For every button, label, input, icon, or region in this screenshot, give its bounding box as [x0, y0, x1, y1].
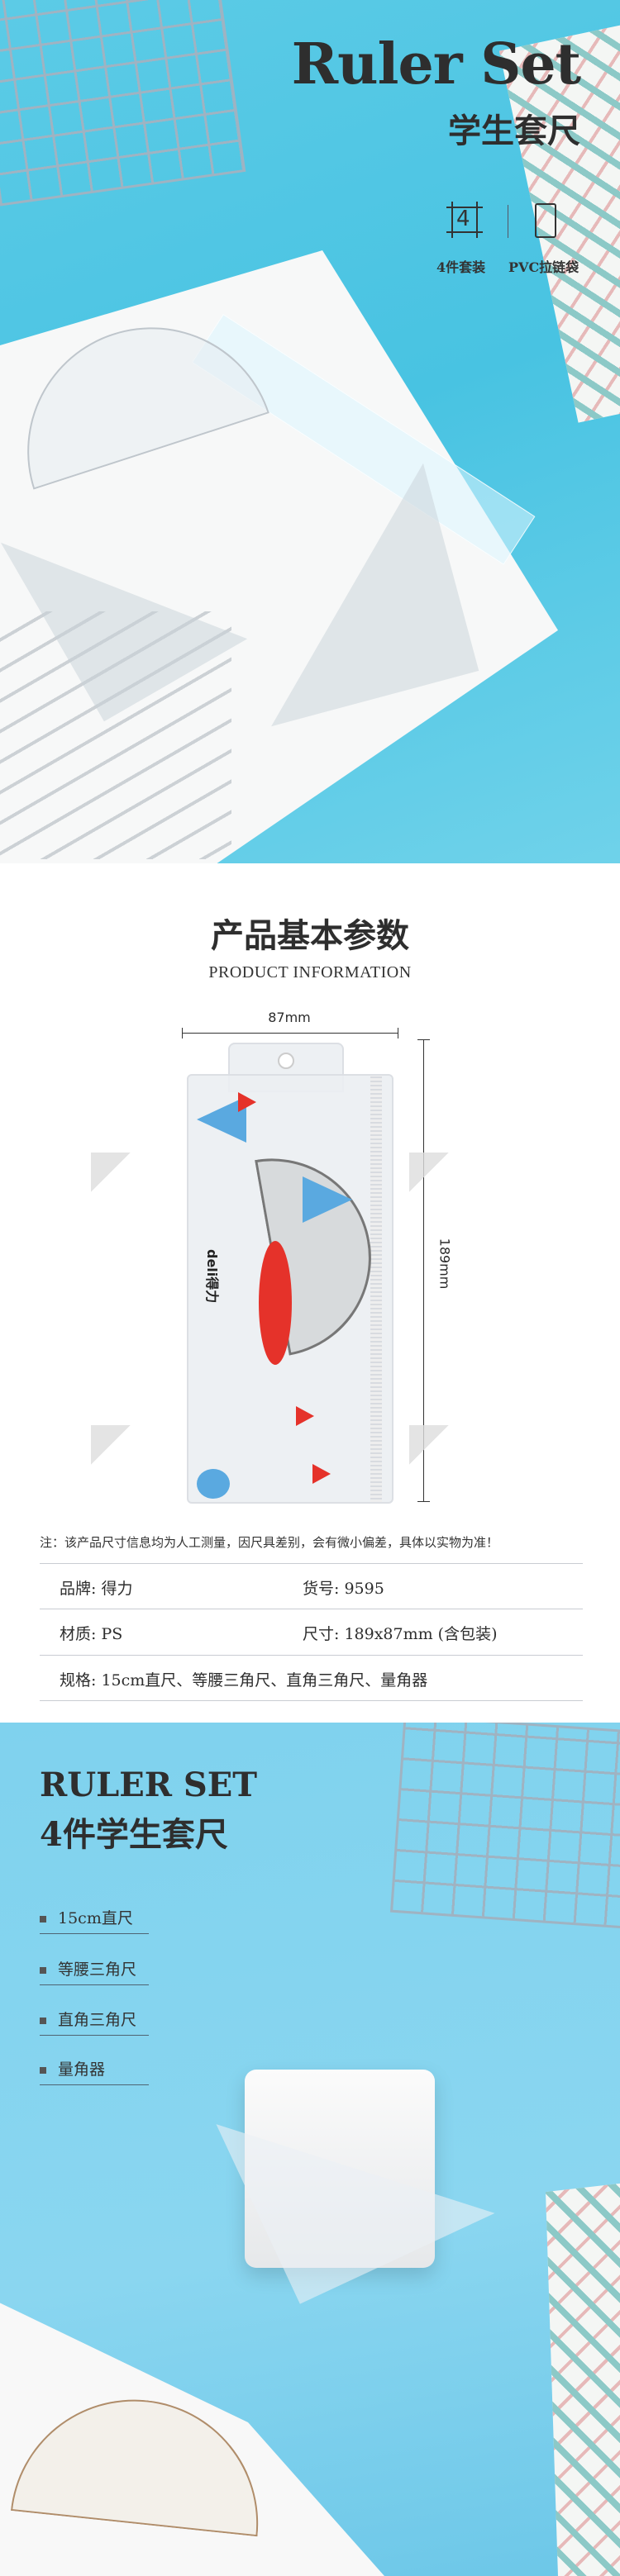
set-item: 直角三角尺 [40, 2008, 149, 2036]
pattern-card [546, 2183, 620, 2576]
feature-label-pieces: 4件套装 [436, 259, 486, 275]
bullet-square-icon [40, 2018, 46, 2024]
width-dimension-line [182, 1033, 398, 1034]
wire-grid-decor [389, 1723, 620, 1929]
watermark-logo [409, 1153, 449, 1192]
spec-material: 材质: PS [60, 1625, 123, 1643]
bullet-square-icon [40, 2067, 46, 2074]
set-title: RULER SET [40, 1766, 258, 1804]
measurement-note: 注：该产品尺寸信息均为人工测量，因尺具差别，会有微小偏差，具体以实物为准！ [40, 1535, 499, 1550]
pencil-holder-photo [245, 2070, 435, 2268]
spec-brand: 品牌: 得力 [60, 1580, 133, 1598]
spec-size: 尺寸: 189x87mm (含包装) [303, 1625, 498, 1643]
set-subtitle: 4件学生套尺 [40, 1815, 228, 1854]
watermark-logo [91, 1153, 131, 1192]
pvc-bag-icon [535, 203, 556, 238]
spec-contents: 规格: 15cm直尺、等腰三角尺、直角三角尺、量角器 [60, 1671, 428, 1690]
four-piece-icon: 4 [446, 202, 483, 238]
hero-title: Ruler Set [291, 31, 581, 97]
bullet-square-icon [40, 1967, 46, 1974]
spec-item-no: 货号: 9595 [303, 1580, 384, 1598]
ruler-set-pouch: deli得力 [187, 1074, 393, 1504]
red-decor [259, 1241, 292, 1365]
hero-subtitle: 学生套尺 [448, 112, 580, 150]
bullet-square-icon [40, 1916, 46, 1922]
set-banner: RULER SET 4件学生套尺 15cm直尺 等腰三角尺 直角三角尺 量角器 [0, 1723, 620, 2576]
watermark-logo [91, 1425, 131, 1465]
watermark-logo [409, 1425, 449, 1465]
hero-banner: Ruler Set 学生套尺 4 4件套装 PVC拉链袋 [0, 0, 620, 863]
spiral-binding [0, 611, 231, 859]
deli-logo: deli得力 [204, 1249, 220, 1304]
table-divider [40, 1700, 583, 1701]
wire-grid-decor [0, 0, 246, 207]
zipper [370, 1076, 382, 1502]
set-item: 15cm直尺 [40, 1906, 149, 1934]
table-divider [40, 1655, 583, 1656]
table-divider [40, 1563, 583, 1564]
feature-label-bag: PVC拉链袋 [508, 259, 579, 275]
height-dimension-line [423, 1039, 424, 1502]
set-item: 等腰三角尺 [40, 1957, 149, 1985]
set-item: 量角器 [40, 2057, 149, 2085]
info-subtitle: PRODUCT INFORMATION [208, 963, 412, 981]
width-label: 87mm [268, 1010, 311, 1025]
info-title: 产品基本参数 [211, 916, 409, 955]
height-label: 189mm [436, 1238, 453, 1290]
